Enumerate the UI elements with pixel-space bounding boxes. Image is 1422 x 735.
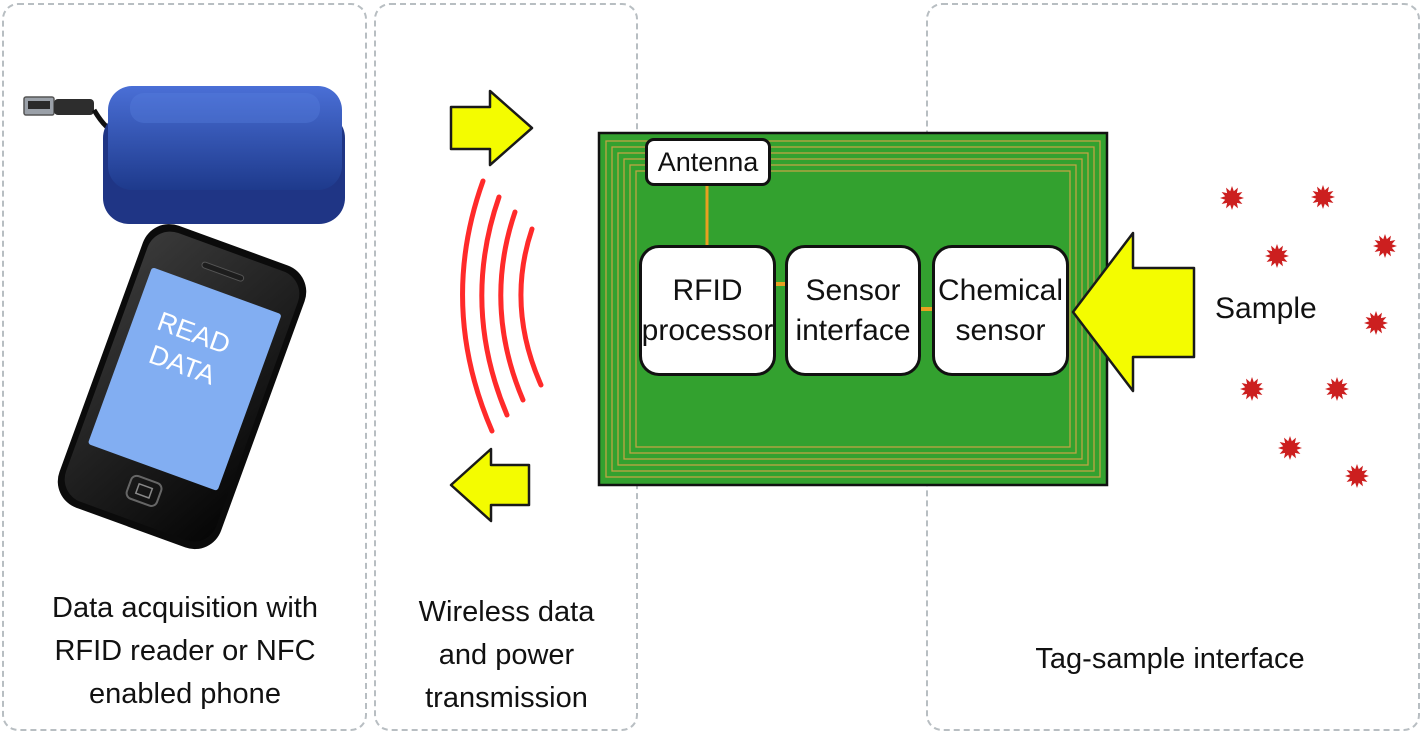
caption-line: Wireless data xyxy=(418,596,595,628)
smartphone-icon xyxy=(57,224,307,550)
block-line: sensor xyxy=(955,313,1046,347)
usb-rfid-reader-icon xyxy=(23,86,345,224)
rfid-processor-block: RFID processor xyxy=(639,245,776,376)
caption-data-acquisition: Data acquisition with RFID reader or NFC… xyxy=(20,587,350,716)
caption-tag-sample: Tag-sample interface xyxy=(960,638,1380,681)
block-line: interface xyxy=(795,313,911,347)
sample-arrow-icon xyxy=(1071,231,1196,393)
panel-data-acquisition xyxy=(2,3,367,731)
sensor-interface-block: Sensor interface xyxy=(785,245,921,376)
sample-particle-icon xyxy=(1278,436,1302,460)
arrow-right-icon xyxy=(449,89,534,167)
caption-line: and power xyxy=(438,639,575,671)
block-line: Chemical xyxy=(937,273,1064,307)
radio-wave-icon xyxy=(460,178,544,434)
caption-line: Tag-sample interface xyxy=(1035,643,1305,675)
arrow-left-icon xyxy=(449,447,531,523)
sample-particle-icon xyxy=(1240,377,1264,401)
caption-wireless: Wireless data and power transmission xyxy=(384,591,629,720)
caption-line: RFID reader or NFC xyxy=(54,635,316,667)
sample-particle-icon xyxy=(1364,311,1388,335)
sample-particles xyxy=(1220,185,1397,488)
antenna-label: Antenna xyxy=(657,146,759,177)
block-line: Sensor xyxy=(805,273,901,307)
chemical-sensor-block: Chemical sensor xyxy=(932,245,1069,376)
sample-particle-icon xyxy=(1373,234,1397,258)
sample-particle-icon xyxy=(1220,186,1244,210)
block-line: RFID xyxy=(672,273,743,307)
caption-line: Data acquisition with xyxy=(52,592,318,624)
sample-particle-icon xyxy=(1311,185,1335,209)
sample-particle-icon xyxy=(1325,377,1349,401)
sample-particle-icon xyxy=(1345,464,1369,488)
block-line: processor xyxy=(641,313,774,347)
antenna-label-box: Antenna xyxy=(645,138,771,186)
caption-line: transmission xyxy=(425,682,588,714)
sample-particle-icon xyxy=(1265,244,1289,268)
sample-label: Sample xyxy=(1215,292,1317,325)
caption-line: enabled phone xyxy=(89,678,281,710)
